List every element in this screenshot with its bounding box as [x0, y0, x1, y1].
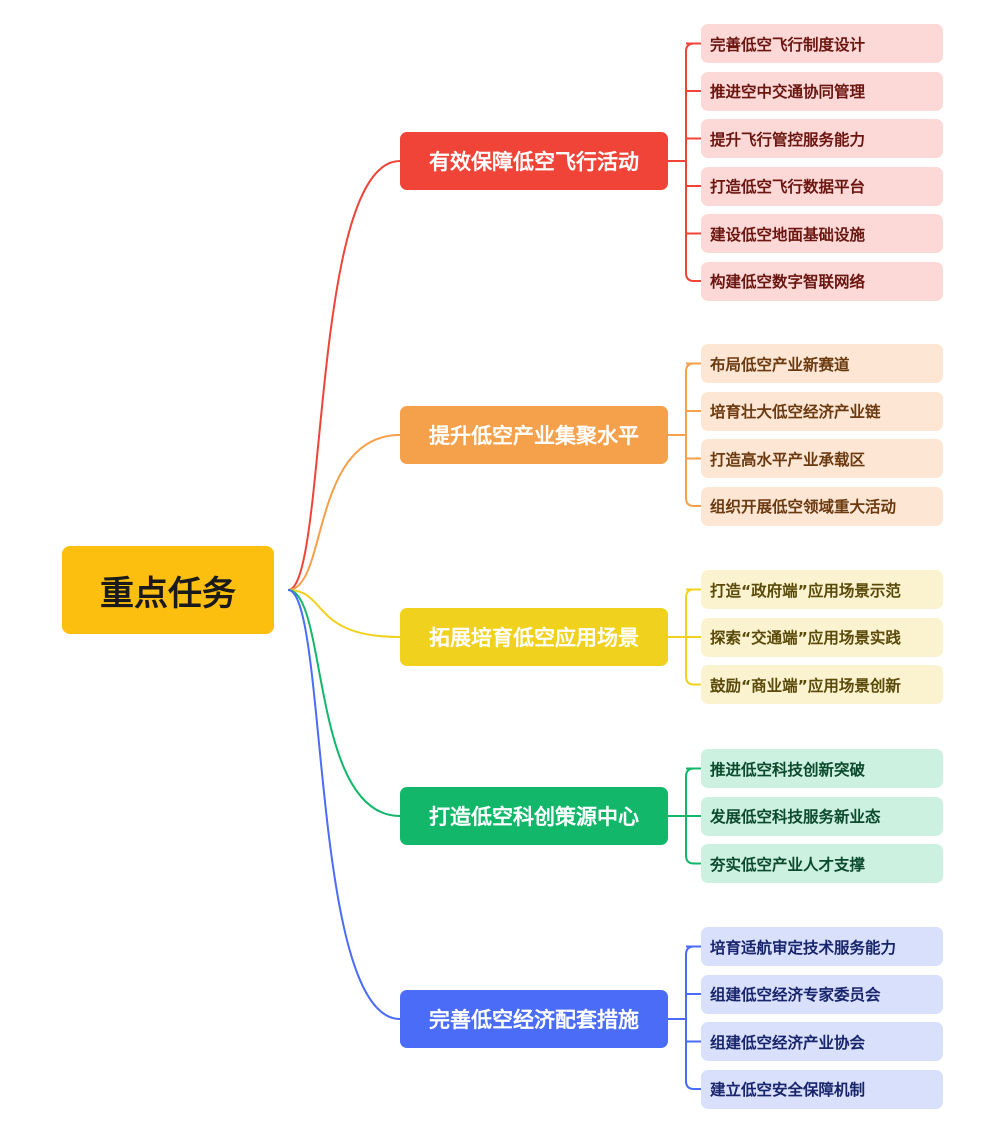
leaf-node[interactable]: 打造“政府端”应用场景示范	[701, 570, 943, 609]
leaf-label: 夯实低空产业人才支撑	[710, 855, 866, 874]
branch-bracket-line	[685, 362, 701, 507]
leaf-node[interactable]: 发展低空科技服务新业态	[701, 796, 943, 836]
leaf-label: 打造“政府端”应用场景示范	[710, 581, 901, 600]
root-to-branch-link-1	[287, 160, 401, 591]
root-node[interactable]: 重点任务	[62, 546, 274, 634]
branch-label: 完善低空经济配套措施	[429, 1008, 639, 1032]
leaf-node[interactable]: 布局低空产业新赛道	[701, 344, 943, 383]
leaf-node[interactable]: 打造高水平产业承载区	[701, 439, 943, 478]
leaf-label: 打造低空飞行数据平台	[710, 178, 866, 196]
branch-label: 拓展培育低空应用场景	[429, 626, 639, 650]
leaf-label: 建设低空地面基础设施	[710, 225, 866, 244]
branch-node-5[interactable]: 完善低空经济配套措施	[400, 990, 668, 1048]
leaf-label: 组织开展低空领域重大活动	[710, 498, 897, 516]
leaf-node[interactable]: 培育壮大低空经济产业链	[701, 391, 943, 431]
leaf-label: 提升飞行管控服务能力	[710, 130, 866, 149]
leaf-node[interactable]: 组建低空经济产业协会	[701, 1022, 943, 1061]
leaf-label: 培育壮大低空经济产业链	[710, 403, 881, 421]
branch-bracket-line	[685, 42, 701, 282]
branch-node-1[interactable]: 有效保障低空飞行活动	[400, 132, 668, 190]
branch-label: 有效保障低空飞行活动	[429, 150, 639, 174]
branch-bracket-line	[685, 945, 701, 1090]
leaf-node[interactable]: 组建低空经济专家委员会	[701, 974, 943, 1014]
leaf-node[interactable]: 夯实低空产业人才支撑	[701, 844, 943, 883]
leaf-label: 组建低空经济专家委员会	[710, 986, 881, 1004]
root-to-branch-link-3	[287, 589, 401, 638]
leaf-label: 布局低空产业新赛道	[710, 355, 850, 374]
leaf-node[interactable]: 组织开展低空领域重大活动	[701, 486, 943, 526]
root-to-branch-link-4	[287, 589, 401, 817]
branch-node-2[interactable]: 提升低空产业集聚水平	[400, 406, 668, 464]
leaf-label: 推进空中交通协同管理	[710, 83, 866, 101]
leaf-node[interactable]: 打造低空飞行数据平台	[701, 166, 943, 206]
leaf-node[interactable]: 构建低空数字智联网络	[701, 261, 943, 301]
leaf-label: 推进低空科技创新突破	[710, 760, 866, 779]
leaf-label: 鼓励“商业端”应用场景创新	[710, 676, 901, 695]
leaf-label: 发展低空科技服务新业态	[710, 808, 881, 826]
branch-label: 打造低空科创策源中心	[429, 805, 639, 829]
root-to-branch-link-5	[287, 589, 401, 1020]
leaf-label: 构建低空数字智联网络	[710, 273, 866, 291]
leaf-label: 打造高水平产业承载区	[710, 450, 866, 469]
branch-label: 提升低空产业集聚水平	[429, 424, 639, 448]
leaf-node[interactable]: 完善低空飞行制度设计	[701, 24, 943, 63]
root-to-branch-link-2	[287, 434, 401, 591]
leaf-node[interactable]: 建立低空安全保障机制	[701, 1069, 943, 1109]
root-label: 重点任务	[100, 573, 236, 614]
leaf-node[interactable]: 推进空中交通协同管理	[701, 71, 943, 111]
branch-node-4[interactable]: 打造低空科创策源中心	[400, 787, 668, 845]
leaf-node[interactable]: 探索“交通端”应用场景实践	[701, 617, 943, 657]
leaf-label: 组建低空经济产业协会	[710, 1033, 866, 1052]
leaf-label: 探索“交通端”应用场景实践	[710, 629, 901, 647]
branch-node-3[interactable]: 拓展培育低空应用场景	[400, 608, 668, 666]
leaf-label: 建立低空安全保障机制	[710, 1081, 866, 1099]
leaf-node[interactable]: 培育适航审定技术服务能力	[701, 927, 943, 966]
leaf-node[interactable]: 推进低空科技创新突破	[701, 749, 943, 788]
leaf-node[interactable]: 鼓励“商业端”应用场景创新	[701, 665, 943, 704]
leaf-label: 完善低空飞行制度设计	[710, 35, 866, 54]
leaf-label: 培育适航审定技术服务能力	[710, 938, 897, 957]
leaf-node[interactable]: 提升飞行管控服务能力	[701, 119, 943, 158]
leaf-node[interactable]: 建设低空地面基础设施	[701, 214, 943, 253]
